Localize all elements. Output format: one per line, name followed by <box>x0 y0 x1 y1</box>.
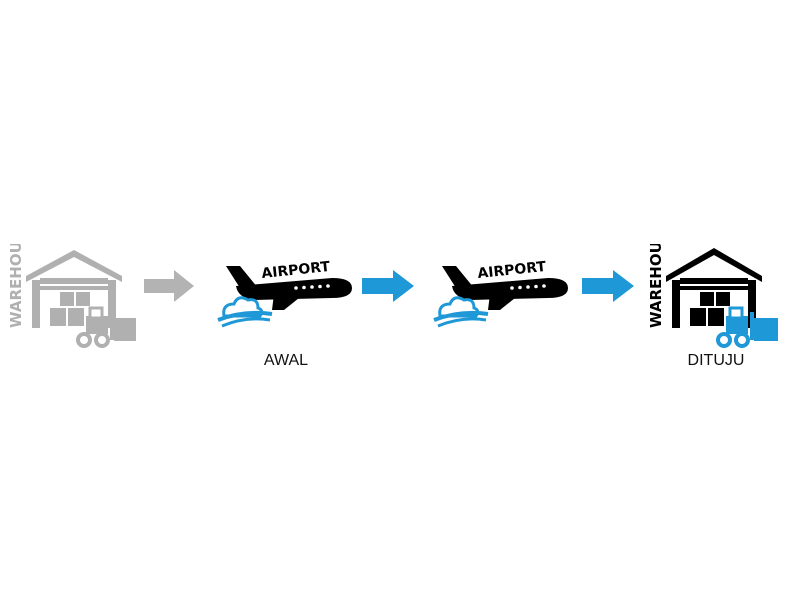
arrow-right-icon <box>582 270 634 302</box>
arrow-right-icon <box>362 270 414 302</box>
airplane-icon: AIRPORT <box>217 259 352 328</box>
origin-airport: AIRPORT <box>214 258 356 330</box>
airport-label: AIRPORT <box>477 259 547 282</box>
flow-arrow-3 <box>582 270 634 302</box>
destination-airport: AIRPORT <box>430 258 572 330</box>
warehouse-label: WAREHOUSE <box>7 244 25 328</box>
flow-arrow-1 <box>144 270 194 302</box>
arrow-right-icon <box>144 270 194 302</box>
origin-warehouse: WAREHOUSE <box>4 220 140 348</box>
destination-caption: DITUJU <box>687 352 745 369</box>
warehouse-icon: WAREHOUSE <box>7 220 136 348</box>
warehouse-label: WAREHOUSE <box>647 244 665 328</box>
origin-caption: AWAL <box>263 352 309 369</box>
airplane-icon: AIRPORT <box>433 259 568 328</box>
destination-warehouse: WAREHOUSE <box>644 220 784 348</box>
warehouse-icon: WAREHOUSE <box>647 220 778 348</box>
flow-arrow-2 <box>362 270 414 302</box>
airport-label: AIRPORT <box>261 259 331 282</box>
